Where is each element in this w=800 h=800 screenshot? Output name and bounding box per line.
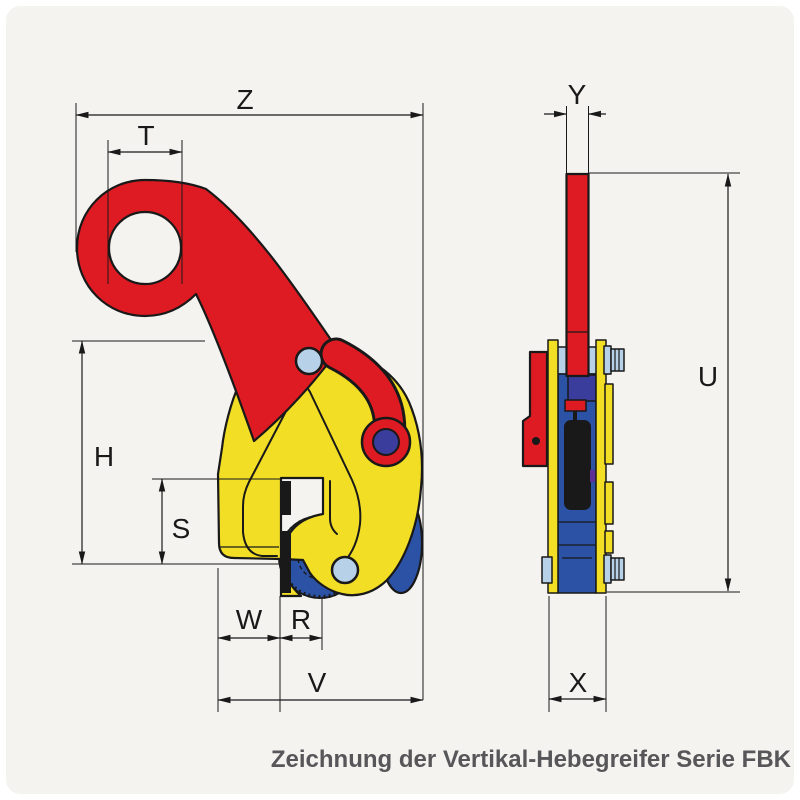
dim-label-r: R [291, 604, 311, 635]
dimension-y: Y [544, 79, 606, 174]
dimension-s: S [152, 478, 280, 565]
dimension-u: U [589, 172, 740, 593]
dim-label-t: T [137, 120, 154, 151]
tension-handle [521, 350, 549, 468]
lifting-eye-arm [75, 178, 340, 443]
handle-pin-hole [532, 437, 540, 445]
cam-axle-pin [330, 555, 360, 585]
dimension-w: W [217, 568, 281, 712]
bottom-bolt-head [610, 557, 625, 581]
shank [565, 172, 590, 378]
plate-strip-upper [604, 383, 614, 465]
bushing-detail [590, 470, 598, 482]
dim-label-x: X [569, 667, 588, 698]
dim-label-w: W [236, 604, 263, 635]
top-bolt [603, 345, 625, 375]
top-bolt-ridges [614, 349, 620, 371]
top-bolt-head [610, 348, 625, 372]
inner-column-head [567, 374, 597, 402]
dimension-v: V [217, 667, 424, 704]
dim-label-u: U [698, 361, 718, 392]
jaw-pad-upper [280, 481, 291, 515]
pivot-pin [372, 428, 400, 456]
top-link-pin [294, 346, 324, 376]
side-plate-left [547, 339, 559, 594]
plate-strip-lower [604, 530, 614, 554]
bottom-bolt-ridges [614, 558, 620, 580]
plate-strip-middle [604, 481, 614, 525]
bottom-bolt-washer [603, 554, 612, 584]
side-plate-right [595, 339, 607, 594]
dim-label-y: Y [568, 79, 587, 110]
dimension-r: R [279, 598, 323, 650]
handle-body [521, 350, 549, 468]
dimension-h: H [72, 340, 284, 565]
jaw-tab-edge [329, 480, 338, 535]
dim-label-s: S [172, 513, 191, 544]
side-view: Y U X [521, 79, 740, 712]
dim-label-v: V [308, 667, 327, 698]
spring-stem [573, 411, 577, 425]
dimension-x: X [548, 596, 607, 712]
shank-bar [565, 172, 590, 378]
jaw-pad-lower [280, 531, 291, 593]
top-bolt-washer [603, 345, 612, 375]
dimension-z: Z [75, 84, 424, 700]
column-seam-lines [558, 521, 596, 559]
caption: Zeichnung der Vertikal-Hebegreifer Serie… [270, 746, 791, 773]
front-view: Z T H S W [72, 84, 424, 712]
dim-label-h: H [94, 441, 114, 472]
left-lower-block [541, 556, 553, 584]
dimension-t: T [107, 120, 183, 284]
bottom-bolt [603, 554, 625, 584]
spring-block [564, 399, 587, 412]
cam-side-profile [564, 420, 591, 510]
dim-label-z: Z [236, 84, 253, 115]
